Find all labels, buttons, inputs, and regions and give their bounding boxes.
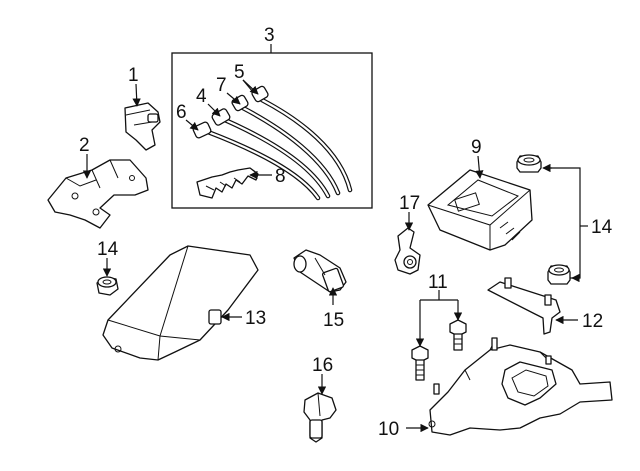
module-mounting-plate <box>428 337 613 436</box>
camshaft-sensor <box>303 392 337 443</box>
control-unit <box>102 245 259 361</box>
callout-17: 17 <box>399 193 420 214</box>
callout-8: 8 <box>275 166 286 187</box>
nut <box>96 276 119 296</box>
callout-13: 13 <box>245 308 266 329</box>
ignition-coil <box>124 102 161 151</box>
bolt <box>411 345 429 381</box>
callout-6: 6 <box>176 102 187 123</box>
knock-sensor <box>394 227 421 275</box>
coil-bracket <box>47 159 149 229</box>
callout-14-left: 14 <box>97 239 119 260</box>
callout-4: 4 <box>196 86 207 107</box>
callout-5: 5 <box>234 62 245 83</box>
callout-11: 11 <box>428 272 448 293</box>
callout-1: 1 <box>128 65 139 86</box>
bolt <box>449 319 467 351</box>
callout-2: 2 <box>79 135 90 156</box>
crankshaft-sensor <box>293 249 347 293</box>
nut <box>547 264 571 285</box>
callout-3: 3 <box>264 25 275 46</box>
nut <box>516 154 542 173</box>
spark-plug-wire-set <box>171 44 373 209</box>
callout-12: 12 <box>582 311 603 332</box>
callout-14-right: 14 <box>591 217 613 238</box>
wire-6 <box>192 121 212 139</box>
callout-16: 16 <box>312 355 333 376</box>
callout-7: 7 <box>216 75 227 96</box>
callout-9: 9 <box>471 137 482 158</box>
wire-separator <box>196 167 259 199</box>
leader-lines <box>82 79 588 433</box>
callout-10: 10 <box>378 419 399 440</box>
engine-control-module <box>427 169 533 251</box>
callout-15: 15 <box>323 310 344 331</box>
ecm-bracket <box>487 277 561 335</box>
